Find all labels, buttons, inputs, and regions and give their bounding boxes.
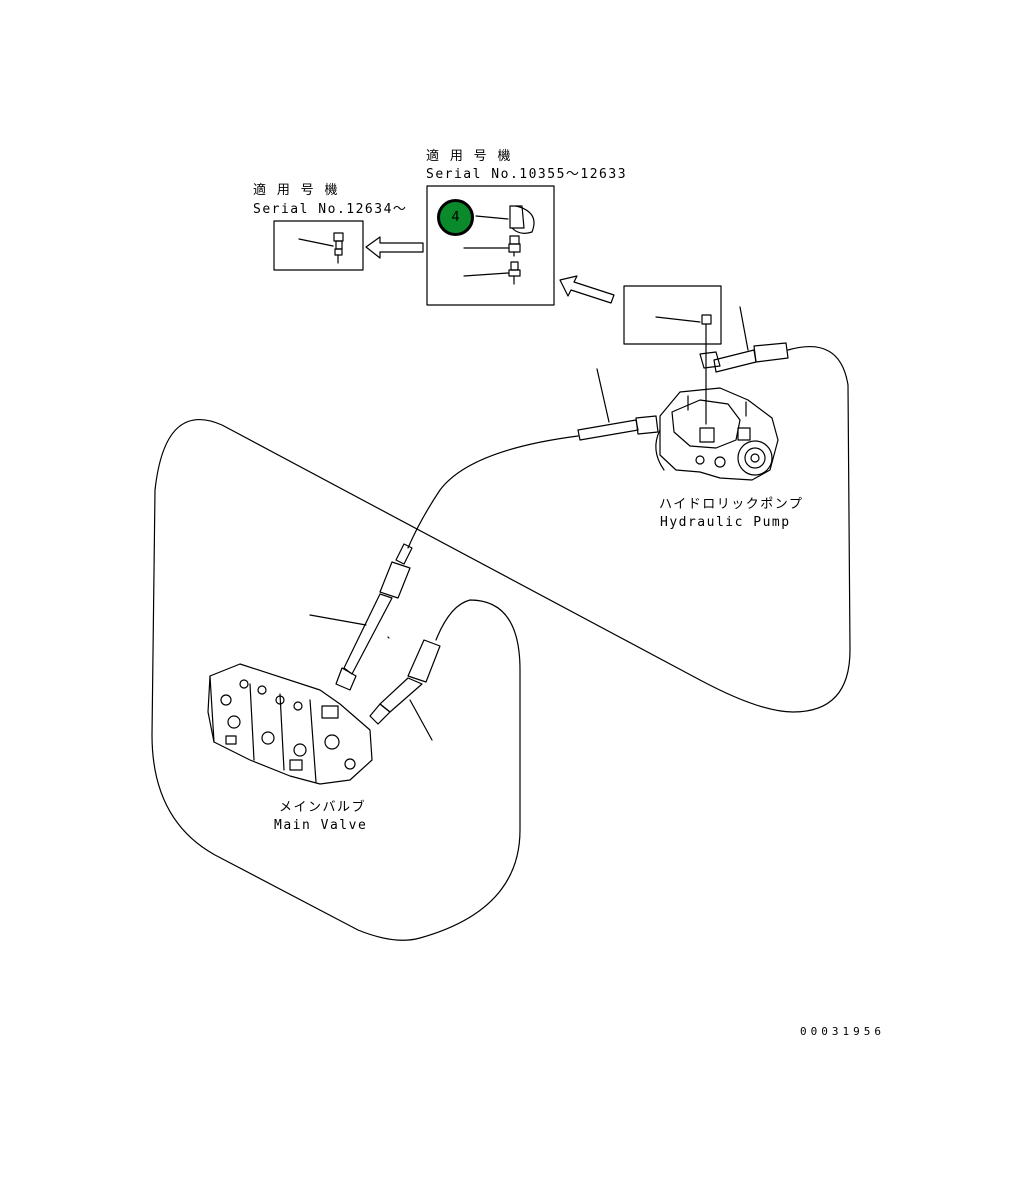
hose-outer [151, 346, 851, 941]
part-callout-4: 4 [437, 199, 474, 236]
drawing-number: 00031956 [800, 1025, 885, 1038]
applicable-label-old: 適 用 号 機 [426, 149, 512, 164]
hose-assembly-1 [309, 543, 413, 691]
serial-label-old: Serial No.10355～12633 [426, 167, 628, 182]
valve-label-en: Main Valve [274, 818, 368, 833]
detail-box-pump [623, 285, 722, 345]
arrow-up-left [559, 275, 615, 304]
pump-label-jp: ハイドロリックポンプ [659, 497, 804, 512]
hose-assembly-2 [369, 639, 441, 741]
hose-inner [407, 435, 579, 549]
detail-box-old [426, 185, 555, 306]
callout-number: 4 [451, 210, 460, 225]
detail-box-new [273, 220, 364, 271]
main-valve [207, 663, 373, 785]
valve-label-jp: メインバルブ [279, 800, 367, 815]
applicable-label-new: 適 用 号 機 [253, 183, 339, 198]
pump-label-en: Hydraulic Pump [660, 515, 791, 530]
serial-label-new: Serial No.12634～ [253, 202, 408, 217]
hydraulic-pump [655, 333, 779, 481]
arrow-left [365, 236, 424, 259]
